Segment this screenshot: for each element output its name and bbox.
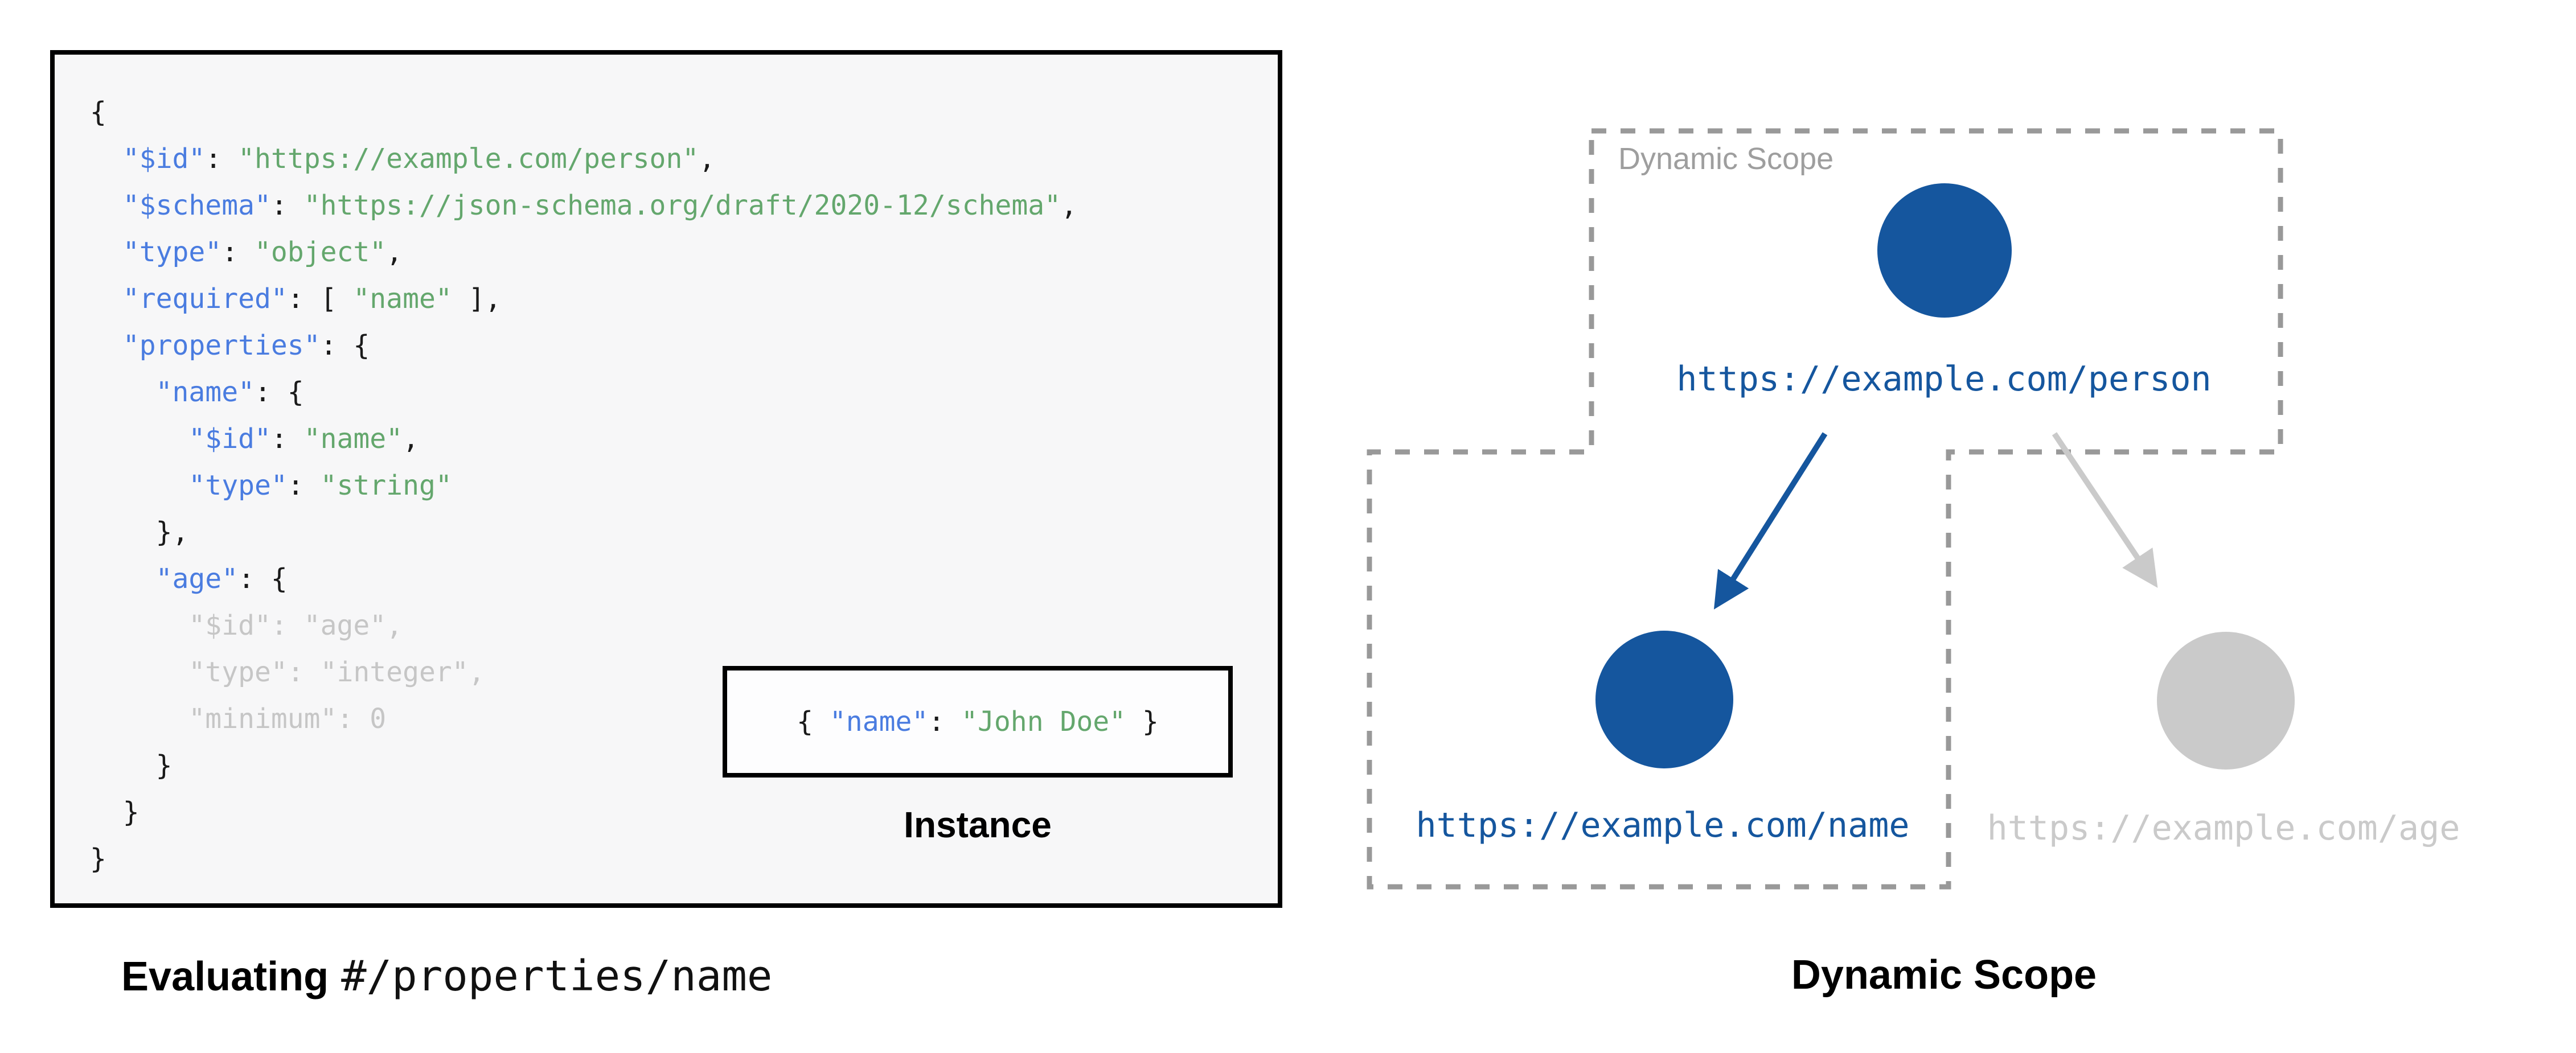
code-token xyxy=(90,470,188,501)
code-token: : { xyxy=(254,376,304,408)
code-token xyxy=(90,376,156,408)
code-line: "$id": "age", xyxy=(90,602,1077,649)
evaluating-caption-bold: Evaluating xyxy=(121,954,329,999)
code-token xyxy=(90,330,123,361)
code-token: "$schema" xyxy=(122,190,271,221)
code-token: "https://json-schema.org/draft/2020-12/s… xyxy=(303,190,1061,221)
code-token: "object" xyxy=(254,236,387,268)
code-token: "John Doe" xyxy=(961,706,1126,738)
code-token: : [ xyxy=(287,283,354,315)
name-schema-url: https://example.com/name xyxy=(1416,805,1910,845)
arrow-person-to-age xyxy=(2052,432,2158,588)
code-token: }, xyxy=(90,516,189,548)
code-token xyxy=(90,190,123,221)
code-line: "type": "integer", xyxy=(90,649,1077,696)
code-line: }, xyxy=(90,509,1077,556)
code-token: ], xyxy=(452,283,502,315)
code-token: : xyxy=(221,236,255,268)
code-line: } xyxy=(90,836,1077,882)
code-token: "$id": "age", xyxy=(90,610,403,641)
code-line: } xyxy=(90,789,1077,836)
code-line: "type": "string" xyxy=(90,462,1077,509)
person-schema-url: https://example.com/person xyxy=(1676,359,2212,399)
code-token: "name" xyxy=(829,706,929,738)
schema-panel: { "$id": "https://example.com/person", "… xyxy=(50,50,1282,908)
code-token xyxy=(90,423,188,455)
dynamic-scope-region-label: Dynamic Scope xyxy=(1618,142,1834,176)
code-token xyxy=(90,143,123,175)
code-token: "type": "integer", xyxy=(90,656,485,688)
dynamic-scope-caption: Dynamic Scope xyxy=(1791,952,2097,998)
code-token: , xyxy=(1061,190,1077,221)
code-token: "type" xyxy=(188,470,288,501)
code-token: "https://example.com/person" xyxy=(238,143,699,175)
instance-box: { "name": "John Doe" } xyxy=(723,666,1233,778)
code-token: "name" xyxy=(353,283,452,315)
evaluating-caption-pointer: #/properties/name xyxy=(341,952,773,1001)
code-token: "minimum": 0 xyxy=(90,703,387,735)
code-token: : xyxy=(928,706,962,738)
code-line: "age": { xyxy=(90,556,1077,602)
code-token: "name" xyxy=(303,423,403,455)
schema-node-name xyxy=(1595,631,1733,768)
code-token: { xyxy=(90,96,106,128)
code-line: "$id": "name", xyxy=(90,416,1077,462)
instance-label: Instance xyxy=(904,804,1052,845)
code-token: "properties" xyxy=(122,330,321,361)
code-token: } xyxy=(90,796,140,828)
code-token: { xyxy=(797,706,830,738)
code-token: } xyxy=(90,843,106,875)
code-token: } xyxy=(90,750,173,781)
arrow-person-to-name xyxy=(1713,432,1828,610)
code-line: "minimum": 0 xyxy=(90,696,1077,742)
code-line: "type": "object", xyxy=(90,229,1077,275)
code-token: : xyxy=(205,143,239,175)
code-token xyxy=(90,283,123,315)
evaluating-caption: Evaluating #/properties/name xyxy=(121,952,772,1001)
code-token: "string" xyxy=(320,470,452,501)
code-token: : xyxy=(270,190,304,221)
code-line: "required": [ "name" ], xyxy=(90,275,1077,322)
code-token: "required" xyxy=(122,283,288,315)
code-token xyxy=(90,236,123,268)
code-token: : xyxy=(270,423,304,455)
code-line: } xyxy=(90,742,1077,789)
code-line: "$schema": "https://json-schema.org/draf… xyxy=(90,182,1077,229)
schema-code: { "$id": "https://example.com/person", "… xyxy=(90,89,1077,882)
code-token xyxy=(90,563,156,595)
code-line: "$id": "https://example.com/person", xyxy=(90,135,1077,182)
schema-node-age xyxy=(2157,632,2295,770)
code-token: : { xyxy=(320,330,370,361)
code-token: "age" xyxy=(155,563,239,595)
schema-node-person xyxy=(1877,183,2012,318)
code-token: , xyxy=(386,236,403,268)
age-schema-url: https://example.com/age xyxy=(1987,808,2460,848)
code-line: "name": { xyxy=(90,369,1077,416)
dynamic-scope-outline xyxy=(1367,128,2283,890)
code-token: "$id" xyxy=(122,143,206,175)
code-token: : { xyxy=(238,563,288,595)
code-token: "type" xyxy=(122,236,222,268)
code-token: , xyxy=(403,423,419,455)
code-line: "properties": { xyxy=(90,322,1077,369)
instance-code: { "name": "John Doe" } xyxy=(797,706,1159,738)
code-token: : xyxy=(287,470,321,501)
code-token: , xyxy=(699,143,716,175)
code-token: } xyxy=(1126,706,1159,738)
code-line: { xyxy=(90,89,1077,135)
code-token: "name" xyxy=(155,376,255,408)
code-token: "$id" xyxy=(188,423,271,455)
